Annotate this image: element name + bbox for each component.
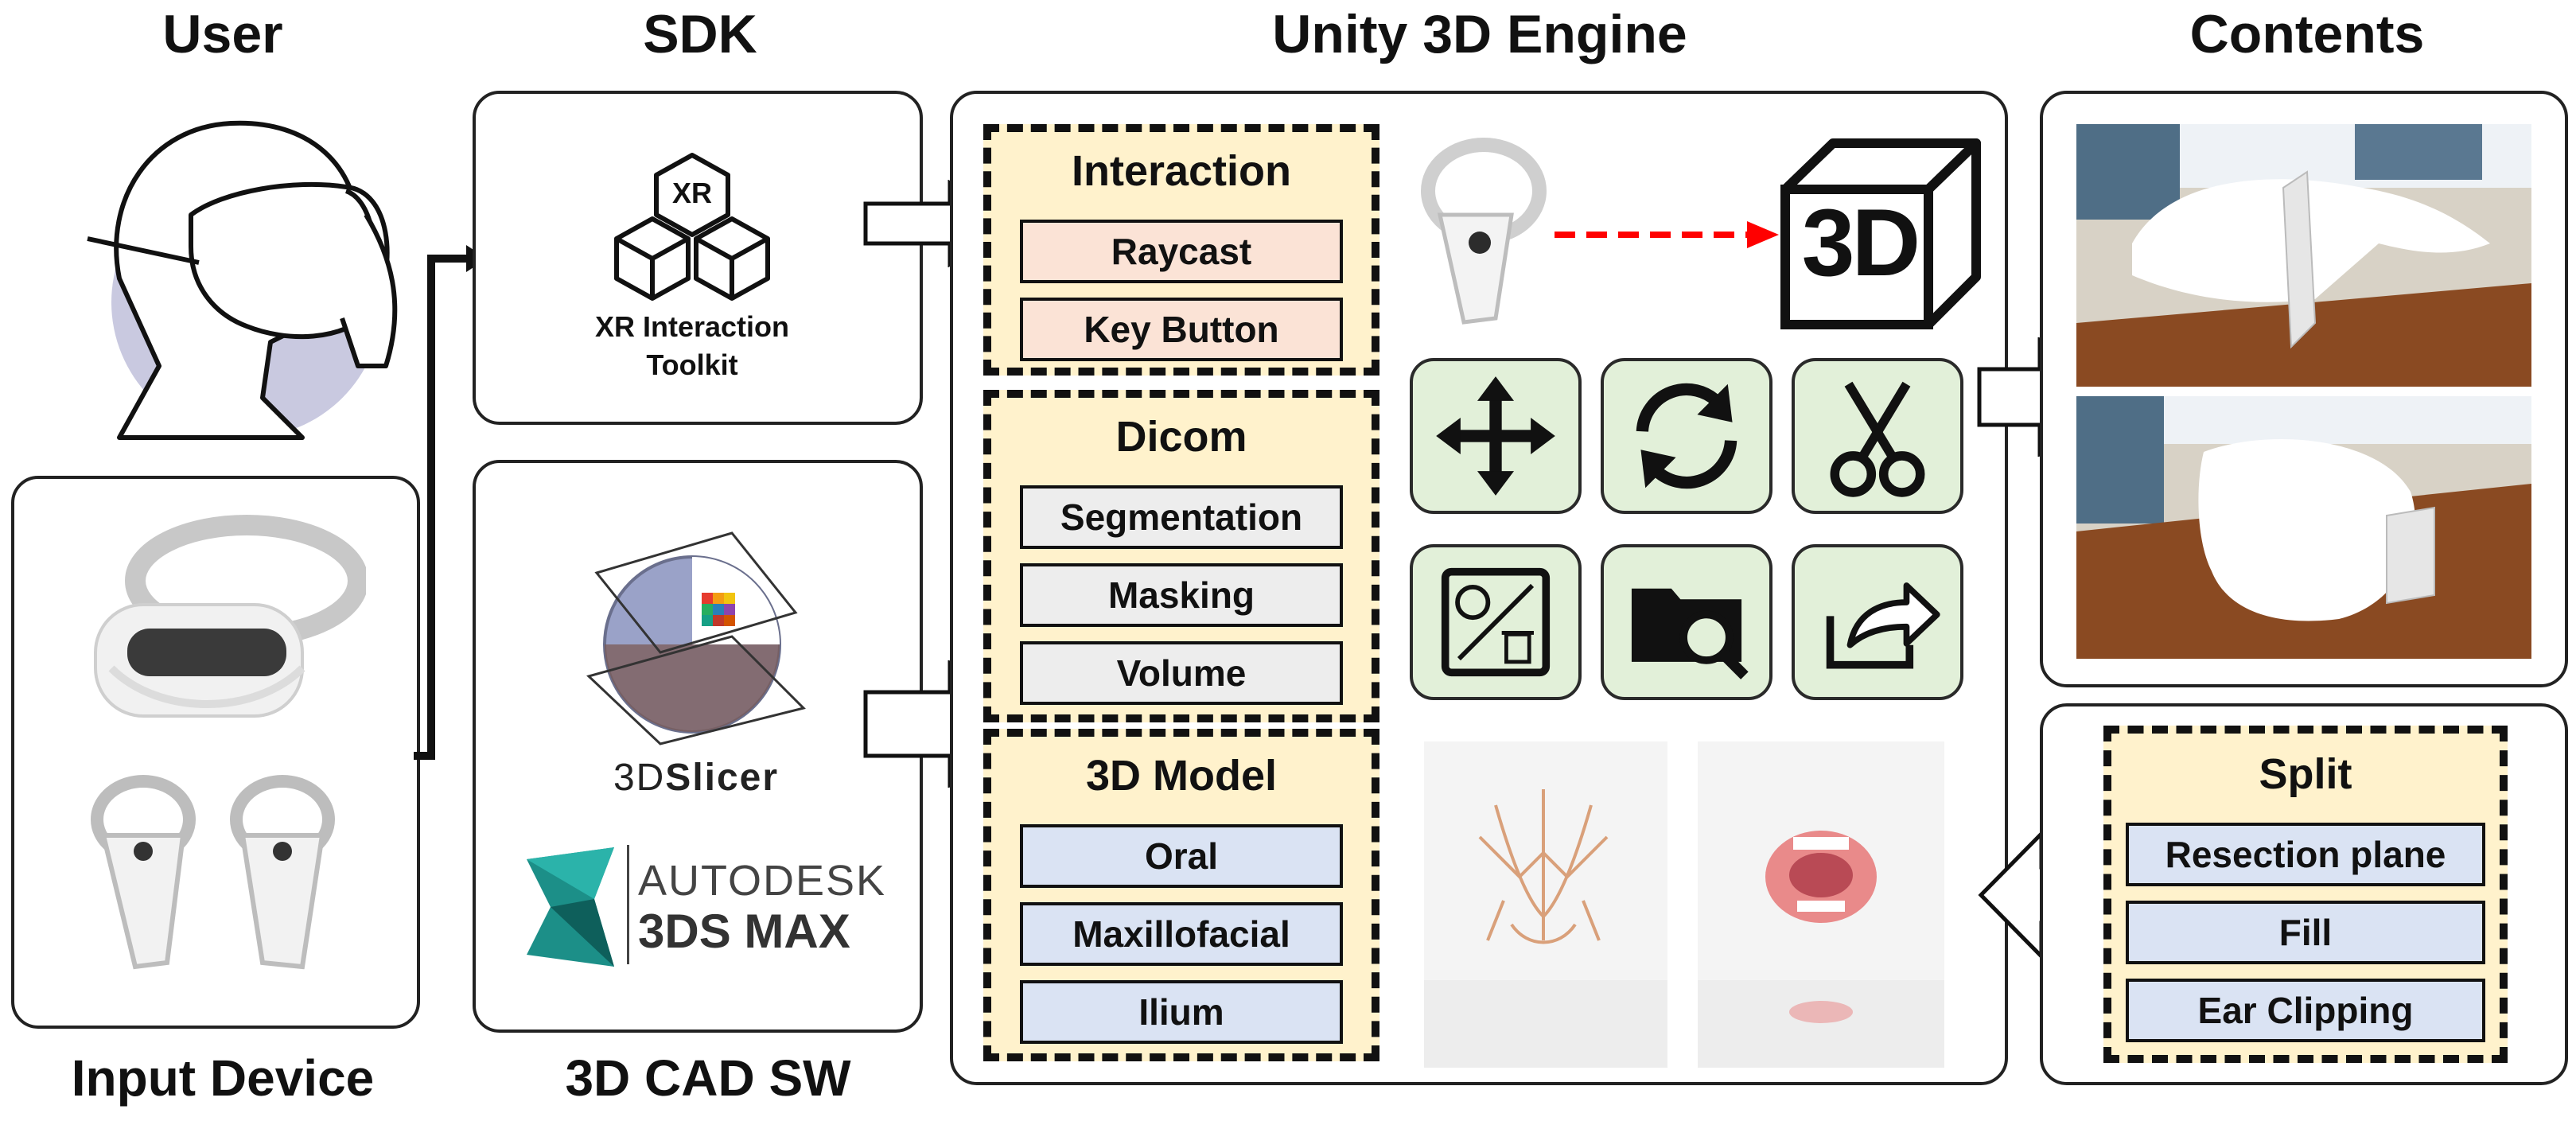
maxillofacial-button[interactable]: Maxillofacial (1020, 902, 1343, 966)
cut-tool-button[interactable] (1792, 358, 1963, 514)
interaction-section: Interaction Raycast Key Button (983, 124, 1379, 376)
rotate-tool-button[interactable] (1601, 358, 1772, 514)
contents-title: Contents (2189, 4, 2425, 64)
key-button-button[interactable]: Key Button (1020, 298, 1343, 361)
3d-cube-icon (1780, 138, 1981, 329)
split-title: Split (2259, 750, 2352, 798)
split-section: Split Resection plane Fill Ear Clipping (2103, 726, 2508, 1063)
dicom-section: Dicom Segmentation Masking Volume (983, 390, 1379, 722)
hand-outline (340, 213, 398, 368)
edit-delete-tool-button[interactable] (1410, 544, 1582, 700)
xr-toolkit-line1: XR Interaction (594, 310, 790, 343)
skull-model-preview (1424, 741, 1667, 1068)
oral-button[interactable]: Oral (1020, 824, 1343, 888)
3dslicer-name: 3DSlicer (605, 756, 788, 800)
vr-scene-screenshot-bottom (2076, 396, 2531, 659)
fill-button[interactable]: Fill (2126, 901, 2485, 964)
masking-button[interactable]: Masking (1020, 563, 1343, 627)
edit-delete-icon (1441, 567, 1551, 677)
xr-toolkit-logo (614, 153, 770, 301)
resection-plane-button[interactable]: Resection plane (2126, 823, 2485, 886)
dicom-title: Dicom (1115, 413, 1247, 461)
rotate-icon (1636, 383, 1737, 489)
user-title: User (162, 4, 283, 64)
vr-user-illustration (87, 120, 398, 440)
mouth-model-preview (1698, 741, 1944, 1068)
3d-cube-label: 3D (1801, 189, 1920, 296)
volume-button[interactable]: Volume (1020, 641, 1343, 705)
folder-search-icon (1631, 588, 1749, 679)
vr-headset-image (94, 515, 366, 718)
vr-scene-screenshot-top (2076, 124, 2531, 387)
dashed-red-arrow (1555, 221, 1779, 248)
move-icon (1436, 376, 1555, 496)
export-tool-button[interactable] (1792, 544, 1963, 700)
engine-title: Unity 3D Engine (1272, 4, 1687, 64)
xr-badge-text: XR (671, 177, 712, 209)
vr-controllers-image (91, 775, 335, 970)
raycast-button[interactable]: Raycast (1020, 220, 1343, 283)
scissors-icon (1830, 381, 1925, 497)
move-tool-button[interactable] (1410, 358, 1582, 514)
3dslicer-prefix: 3D (613, 757, 666, 799)
vr-controller-icon (1421, 138, 1547, 325)
segmentation-button[interactable]: Segmentation (1020, 485, 1343, 549)
3d-model-title: 3D Model (1085, 752, 1278, 800)
autodesk-label: AUTODESK (638, 857, 887, 905)
3dsmax-divider (627, 845, 629, 964)
input-device-title: Input Device (71, 1049, 375, 1107)
ear-clipping-button[interactable]: Ear Clipping (2126, 979, 2485, 1042)
ilium-button[interactable]: Ilium (1020, 980, 1343, 1044)
xr-toolkit-line2: Toolkit (646, 348, 738, 381)
interaction-title: Interaction (1071, 147, 1292, 195)
3dslicer-logo (586, 531, 806, 745)
3d-model-section: 3D Model Oral Maxillofacial Ilium (983, 729, 1379, 1061)
3dsmax-label: 3DS MAX (638, 905, 850, 958)
sdk-title: SDK (643, 4, 757, 64)
3dsmax-logo-icon (527, 847, 614, 967)
open-file-tool-button[interactable] (1601, 544, 1772, 700)
export-icon (1826, 582, 1940, 669)
3dslicer-suffix: Slicer (665, 757, 780, 799)
cad-sw-title: 3D CAD SW (565, 1049, 851, 1107)
